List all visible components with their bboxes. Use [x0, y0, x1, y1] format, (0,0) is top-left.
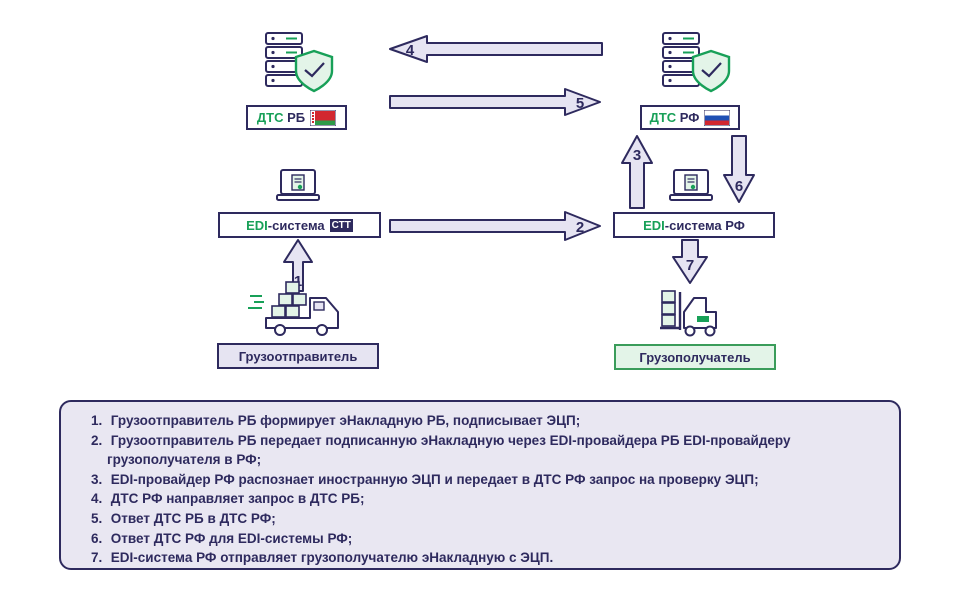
step-item: 3. EDI-провайдер РФ распознает иностранн…	[91, 471, 759, 487]
edi-rb-prefix: EDI	[246, 217, 268, 233]
belarus-flag-icon	[310, 109, 337, 126]
step-item: 4. ДТС РФ направляет запрос в ДТС РБ;	[91, 491, 365, 507]
dts-rb-suffix: РБ	[287, 110, 306, 125]
receiver-box: Грузополучатель	[614, 344, 776, 370]
server-shield-icon-rf	[661, 31, 731, 93]
edi-system-rf-box: EDI-система РФ	[613, 212, 775, 238]
step-item: 2. Грузоотправитель РБ передает подписан…	[91, 432, 791, 468]
dts-rb-prefix: ДТС	[256, 110, 284, 125]
step-item: 5. Ответ ДТС РБ в ДТС РФ;	[91, 510, 276, 526]
arrow-5: 5	[389, 88, 601, 116]
arrow-3-label: 3	[633, 147, 641, 164]
arrow-7: 7	[672, 239, 708, 284]
arrow-6: 6	[723, 135, 755, 203]
arrow-7-label: 7	[686, 257, 694, 274]
edi-rf-suffix: -система РФ	[664, 217, 745, 233]
steps-panel: 1. Грузоотправитель РБ формирует эНаклад…	[59, 400, 901, 570]
laptop-icon-rf	[669, 169, 713, 201]
sender-label: Грузоотправитель	[238, 348, 358, 364]
truck-icon	[248, 281, 339, 336]
edi-system-rb-box: EDI-система СТТ	[218, 212, 381, 238]
arrow-4-label: 4	[406, 42, 415, 59]
receiver-label: Грузополучатель	[639, 349, 751, 365]
laptop-icon-rb	[276, 169, 320, 201]
dts-rb-box: ДТС РБ	[246, 105, 347, 130]
dts-rf-prefix: ДТС	[649, 110, 677, 125]
edi-rf-prefix: EDI	[643, 217, 665, 233]
arrow-2-label: 2	[576, 219, 584, 236]
arrow-6-label: 6	[735, 178, 743, 195]
arrow-4: 4	[389, 35, 603, 63]
forklift-icon	[660, 290, 717, 337]
dts-rf-box: ДТС РФ	[640, 105, 740, 130]
arrow-3: 3	[621, 135, 653, 209]
steps-list: 1. Грузоотправитель РБ формирует эНаклад…	[91, 411, 881, 568]
step-item: 7. EDI-система РФ отправляет грузополуча…	[91, 550, 554, 566]
server-shield-icon-rb	[264, 31, 334, 93]
stt-logo-text: СТТ	[329, 218, 353, 232]
sender-box: Грузоотправитель	[217, 343, 379, 369]
edi-rb-suffix: -система	[267, 217, 325, 233]
step-item: 6. Ответ ДТС РФ для EDI-системы РФ;	[91, 530, 353, 546]
arrow-2: 2	[389, 211, 601, 241]
step-item: 1. Грузоотправитель РБ формирует эНаклад…	[91, 413, 581, 428]
russia-flag-icon	[704, 109, 731, 126]
arrow-5-label: 5	[576, 95, 584, 112]
stt-logo: СТТ	[329, 218, 353, 232]
dts-rf-suffix: РФ	[679, 110, 700, 125]
